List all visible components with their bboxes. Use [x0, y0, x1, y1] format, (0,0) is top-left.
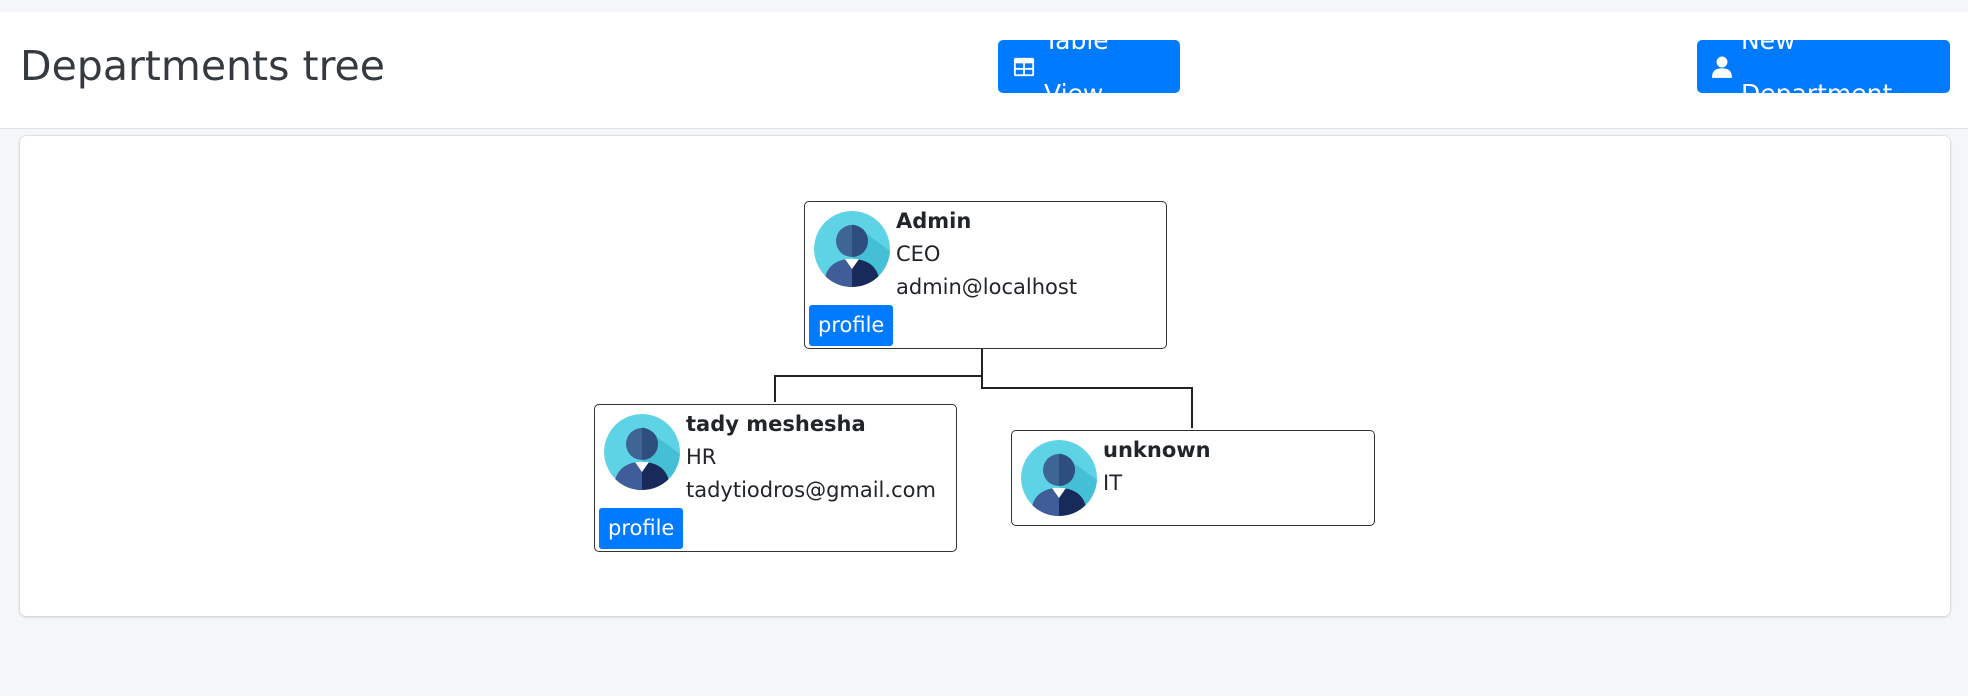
- node-name: Admin: [896, 209, 972, 233]
- page-header: Departments tree Table View New Departme…: [0, 12, 1968, 129]
- table-view-button[interactable]: Table View: [998, 26, 1180, 108]
- node-name: unknown: [1103, 438, 1211, 462]
- tree-card: Admin CEO admin@localhost profile tady m…: [20, 136, 1950, 616]
- node-email: tadytiodros@gmail.com: [686, 478, 936, 502]
- user-icon: [1712, 56, 1732, 78]
- tree-node-child: tady meshesha HR tadytiodros@gmail.com p…: [594, 404, 957, 552]
- node-name: tady meshesha: [686, 412, 866, 436]
- node-role: HR: [686, 445, 717, 469]
- new-department-label: New Department: [1740, 25, 1893, 108]
- tree-node-root: Admin CEO admin@localhost profile: [804, 201, 1167, 349]
- page-title: Departments tree: [20, 42, 385, 90]
- table-view-label: Table View: [1044, 25, 1109, 108]
- profile-button[interactable]: profile: [599, 508, 684, 549]
- top-strip: [0, 0, 1968, 12]
- tree-node-child: unknown IT: [1011, 430, 1375, 526]
- node-role: IT: [1103, 471, 1123, 495]
- avatar-icon: [604, 414, 680, 490]
- table-icon: [1013, 57, 1035, 76]
- new-department-button[interactable]: New Department: [1697, 26, 1950, 108]
- profile-button[interactable]: profile: [809, 305, 894, 346]
- avatar-icon: [1021, 440, 1097, 516]
- node-email: admin@localhost: [896, 275, 1078, 299]
- tree-connectors: [774, 348, 1193, 428]
- node-role: CEO: [896, 242, 941, 266]
- avatar-icon: [814, 211, 890, 287]
